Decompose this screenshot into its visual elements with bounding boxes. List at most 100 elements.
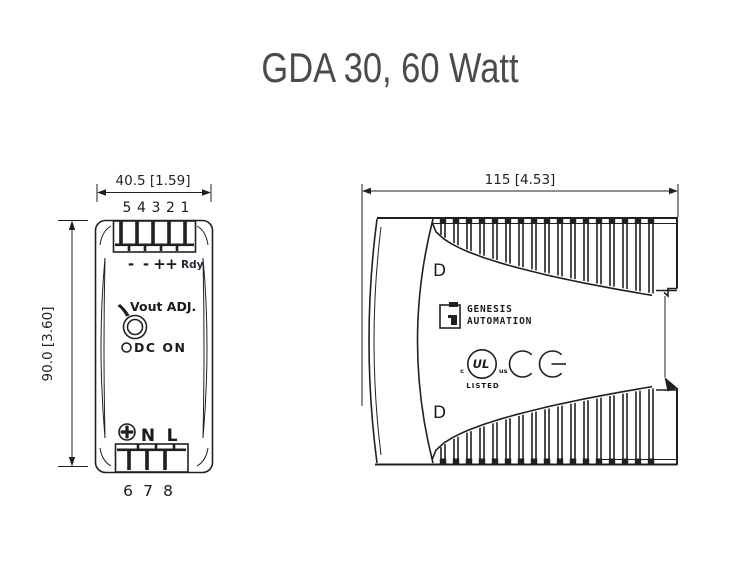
ul-listed-label: LISTED bbox=[466, 382, 499, 390]
dc-on-label: DC ON bbox=[134, 340, 187, 355]
ul-c-label: c bbox=[460, 367, 464, 375]
cooling-fins-top bbox=[431, 218, 655, 297]
fin-cap bbox=[543, 458, 551, 464]
terminal-tick bbox=[127, 246, 131, 251]
terminal-number-1: 1 bbox=[181, 200, 190, 216]
fin-boundary-bottom bbox=[431, 385, 653, 461]
ul-us-label: us bbox=[499, 367, 508, 375]
fin-cap bbox=[452, 458, 460, 464]
fin-cap bbox=[621, 458, 629, 464]
fin-cap bbox=[647, 458, 655, 464]
terminal-number-4: 4 bbox=[137, 200, 146, 216]
fin-cap bbox=[582, 218, 590, 224]
fin-cap bbox=[478, 218, 486, 224]
terminal-divider bbox=[135, 221, 139, 245]
arrow-right-icon bbox=[669, 187, 678, 195]
din-notch-upper bbox=[663, 287, 677, 298]
terminal-tick bbox=[159, 246, 163, 251]
arrow-left-icon bbox=[362, 187, 371, 195]
ul-listed-mark-icon: UL c us LISTED bbox=[460, 348, 508, 390]
fin-cap bbox=[491, 458, 499, 464]
corner-accent bbox=[99, 225, 112, 246]
terminal-divider bbox=[119, 221, 123, 245]
terminal-tick bbox=[172, 444, 176, 449]
vout-adjust-label: Vout ADJ. bbox=[130, 299, 196, 314]
output-polarity-labels: - - + + Rdy bbox=[128, 255, 204, 273]
terminal-number-8: 8 bbox=[163, 482, 173, 500]
fin-cap bbox=[504, 218, 512, 224]
fin-cap bbox=[504, 458, 512, 464]
front-nose-curve bbox=[368, 218, 378, 464]
arrow-up-icon bbox=[68, 220, 76, 230]
front-nose-inner-curve bbox=[373, 226, 382, 456]
terminal-number-5: 5 bbox=[123, 200, 132, 216]
plus-label: + bbox=[165, 255, 178, 273]
fin-cap bbox=[647, 218, 655, 224]
left-seam-curve bbox=[100, 257, 106, 439]
terminal-tick bbox=[143, 246, 147, 251]
corner-accent bbox=[196, 447, 209, 467]
din-marking-top: D bbox=[433, 261, 446, 281]
fin-cap bbox=[634, 218, 642, 224]
cooling-fins-bottom bbox=[431, 385, 655, 464]
terminal-divider bbox=[163, 448, 167, 470]
corner-accent bbox=[99, 447, 112, 467]
terminal-tick bbox=[136, 444, 140, 449]
fin-cap bbox=[595, 458, 603, 464]
minus-label: - bbox=[143, 255, 149, 273]
din-clip-barb-icon bbox=[664, 377, 678, 392]
fin-cap bbox=[582, 458, 590, 464]
din-marking-bottom: D bbox=[433, 403, 446, 423]
logo-tab bbox=[449, 302, 458, 307]
fin-cap bbox=[569, 458, 577, 464]
front-view: 40.5 [1.59] 90.0 [3.60] 5 4 3 bbox=[40, 173, 214, 500]
ground-circle bbox=[118, 423, 136, 441]
corner-accent bbox=[196, 225, 209, 246]
front-height-dimension: 90.0 [3.60] bbox=[40, 220, 88, 467]
fin-cap bbox=[556, 458, 564, 464]
brand-name-line1: GENESIS bbox=[467, 304, 513, 315]
adjust-pointer-icon bbox=[117, 304, 130, 317]
fin-cap bbox=[608, 458, 616, 464]
terminal-divider bbox=[167, 221, 171, 245]
fin-cap bbox=[439, 458, 447, 464]
terminal-divider bbox=[145, 448, 149, 470]
line-label: L bbox=[167, 426, 178, 446]
fin-cap bbox=[478, 458, 486, 464]
ce-letter-c bbox=[508, 350, 533, 378]
vout-adjust: Vout ADJ. bbox=[117, 299, 196, 340]
bottom-terminal-numbers: 6 7 8 bbox=[123, 482, 173, 500]
side-width-dimension-label: 115 [4.53] bbox=[485, 172, 556, 188]
terminal-rail bbox=[117, 448, 186, 452]
side-width-dimension: 115 [4.53] bbox=[361, 172, 679, 406]
front-height-dimension-label: 90.0 [3.60] bbox=[40, 307, 56, 382]
front-width-dimension-label: 40.5 [1.59] bbox=[116, 173, 191, 189]
minus-label: - bbox=[128, 255, 134, 273]
fin-cap bbox=[517, 458, 525, 464]
ce-letter-e-arc bbox=[538, 350, 563, 378]
front-width-dimension: 40.5 [1.59] bbox=[96, 173, 212, 202]
dc-on-indicator: DC ON bbox=[121, 340, 187, 355]
side-housing-outline bbox=[368, 217, 678, 466]
fin-cap bbox=[621, 218, 629, 224]
fin-cap bbox=[517, 218, 525, 224]
arrow-down-icon bbox=[68, 457, 76, 467]
fin-cap bbox=[465, 458, 473, 464]
terminal-number-7: 7 bbox=[143, 482, 153, 500]
fin-cap bbox=[452, 218, 460, 224]
fin-cap bbox=[439, 218, 447, 224]
dc-on-led-icon bbox=[121, 342, 132, 353]
terminal-number-3: 3 bbox=[152, 200, 161, 216]
terminal-tick bbox=[175, 246, 179, 251]
output-terminal-block bbox=[112, 220, 197, 253]
top-terminal-numbers: 5 4 3 2 1 bbox=[123, 200, 190, 216]
terminal-divider bbox=[151, 221, 155, 245]
ul-circle bbox=[466, 348, 497, 379]
logo-block bbox=[451, 318, 457, 325]
arrow-left-icon bbox=[97, 189, 106, 196]
brand-name-line2: AUTOMATION bbox=[467, 316, 532, 327]
fin-cap bbox=[569, 218, 577, 224]
side-view: 115 [4.53] bbox=[361, 172, 679, 466]
